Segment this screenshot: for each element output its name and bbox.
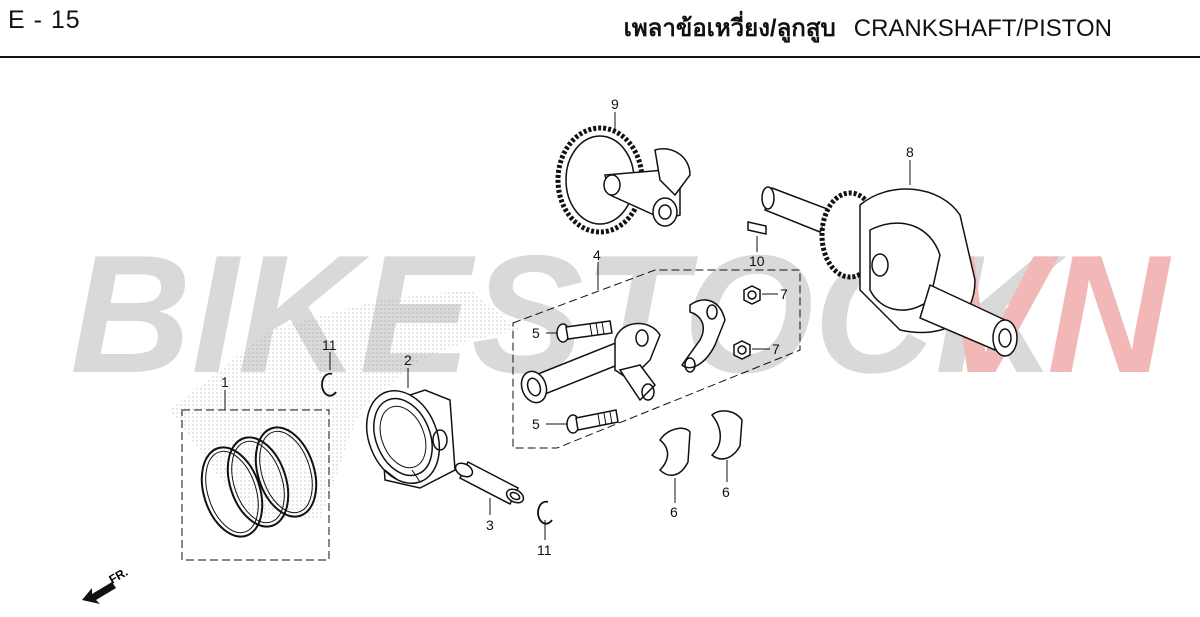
callout-11-upper: 11 xyxy=(322,337,337,353)
ring-set-dashed-box xyxy=(181,409,330,561)
callout-11-lower: 11 xyxy=(537,542,552,558)
callout-9: 9 xyxy=(611,96,619,112)
callout-3: 3 xyxy=(486,517,494,533)
nut-upper xyxy=(743,285,761,305)
piston-ring-1 xyxy=(200,446,264,538)
con-rod-cap xyxy=(680,299,726,373)
callout-6-left: 6 xyxy=(670,504,678,520)
callout-5-lower: 5 xyxy=(532,416,540,432)
background-shading xyxy=(170,290,520,520)
page-code: E - 15 xyxy=(8,6,81,34)
piston-pin-part xyxy=(454,460,525,506)
callout-7-upper: 7 xyxy=(780,286,788,302)
connecting-rod-nut-part xyxy=(733,285,761,360)
piston-ring-set-part xyxy=(181,409,330,561)
crankshaft-part xyxy=(761,186,1018,357)
callout-7-lower: 7 xyxy=(772,341,780,357)
connecting-rod-assembly-part xyxy=(512,269,801,449)
front-direction-indicator: FR. xyxy=(82,565,130,604)
piston-ring-3 xyxy=(254,426,318,518)
leader-lines xyxy=(224,112,911,540)
balancer-shaft-part xyxy=(555,125,691,235)
callout-2: 2 xyxy=(404,352,412,368)
callout-8: 8 xyxy=(906,144,914,160)
connecting-rod-bolt-part xyxy=(556,320,619,434)
bolt-lower xyxy=(566,409,619,434)
callout-4: 4 xyxy=(593,247,601,263)
clip-upper xyxy=(321,372,337,397)
callout-6-right: 6 xyxy=(722,484,730,500)
callout-1: 1 xyxy=(221,374,229,390)
page-title-english: CRANKSHAFT/PISTON xyxy=(853,15,1112,42)
page-title: เพลาข้อเหวี่ยง/ลูกสูบ CRANKSHAFT/PISTON xyxy=(624,8,1112,47)
bearing-left xyxy=(658,427,691,476)
callout-5-upper: 5 xyxy=(532,325,540,341)
crankpin-bearing-part xyxy=(658,410,743,476)
callout-numbers: 1 2 3 4 5 5 6 6 7 7 8 9 10 11 11 xyxy=(221,96,914,558)
callout-10: 10 xyxy=(749,253,765,269)
piston-part xyxy=(365,389,456,489)
con-rod-dashed-box xyxy=(512,269,801,449)
bearing-right xyxy=(710,410,743,460)
header-rule xyxy=(0,56,1200,58)
nut-lower xyxy=(733,340,751,360)
piston-ring-2 xyxy=(226,436,290,528)
piston-pin-clip-part xyxy=(321,372,553,525)
front-arrow-icon xyxy=(82,582,116,604)
woodruff-key-part xyxy=(747,221,767,235)
clip-lower xyxy=(537,500,553,525)
page-title-thai: เพลาข้อเหวี่ยง/ลูกสูบ xyxy=(623,15,836,42)
bolt-upper xyxy=(556,320,613,343)
